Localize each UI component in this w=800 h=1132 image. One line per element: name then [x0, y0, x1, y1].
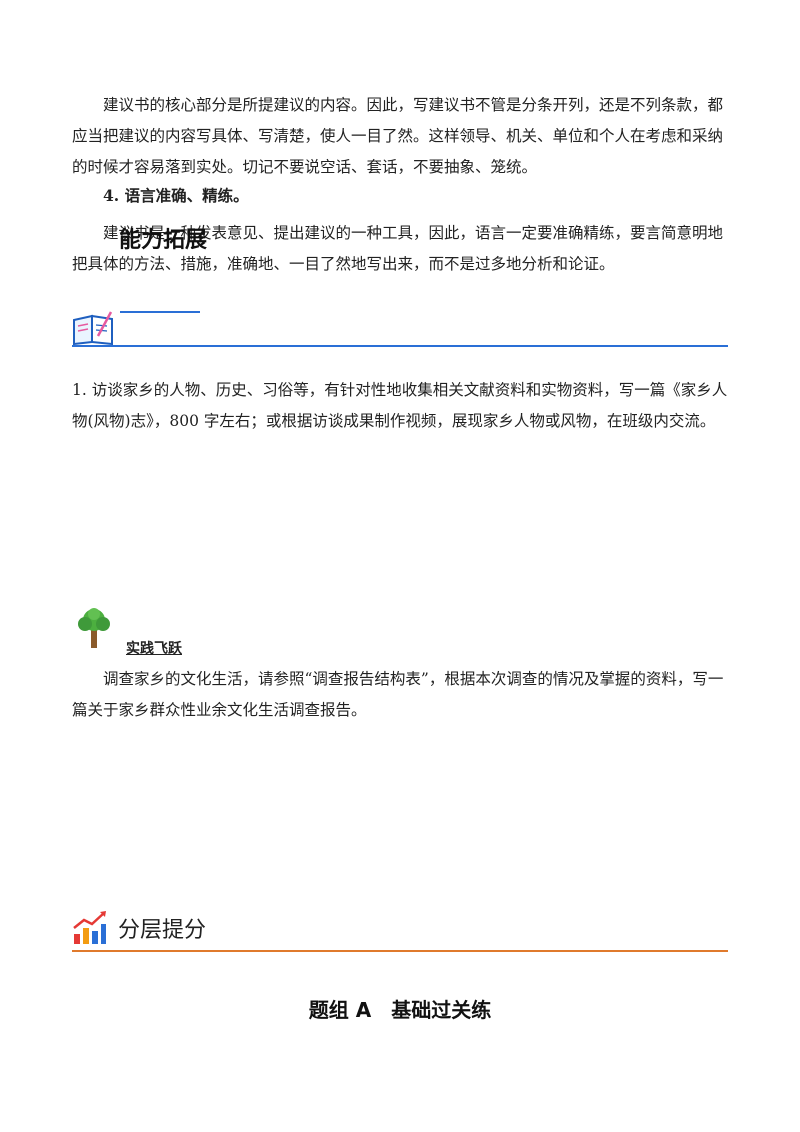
tree-icon	[78, 608, 110, 648]
question-group-title: 题组 A 基础过关练	[308, 998, 492, 1022]
section-title-practice: 实践飞跃	[126, 641, 182, 657]
growth-chart-icon	[73, 911, 106, 944]
paragraph-core: 建议书的核心部分是所提建议的内容。因此，写建议书不管是分条开列，还是不列条款，都…	[72, 96, 724, 176]
section-title-layer: 分层提分	[118, 918, 207, 943]
section-title-ability: 能力拓展	[119, 228, 208, 253]
paragraph-language: 建议书是一种发表意见、提出建议的一种工具，因此，语言一定要准确精练，要言简意明地…	[72, 224, 724, 273]
section-divider	[72, 345, 728, 347]
practice-paragraph: 调查家乡的文化生活，请参照“调查报告结构表”，根据本次调查的情况及掌握的资料，写…	[72, 670, 724, 719]
layer-divider	[72, 950, 728, 952]
book-pen-icon	[73, 311, 113, 346]
subheading-language: 4. 语言准确、精练。	[103, 186, 249, 205]
section-accent-line	[120, 311, 200, 313]
ability-item-1: 1. 访谈家乡的人物、历史、习俗等，有针对性地收集相关文献资料和实物资料，写一篇…	[72, 381, 728, 430]
